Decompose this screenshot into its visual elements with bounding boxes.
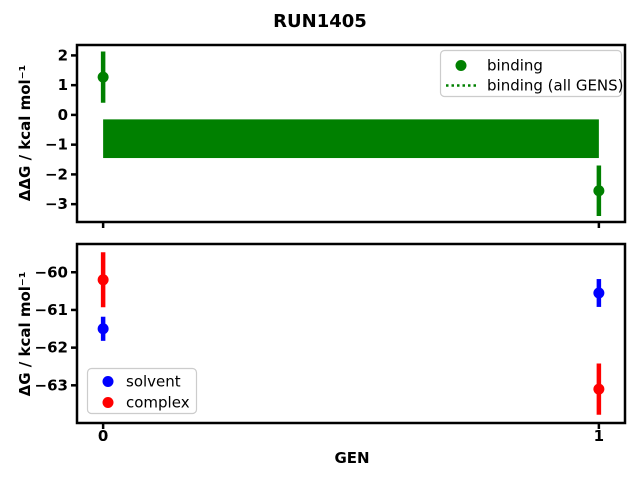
legend-top: binding binding (all GENS) — [439, 49, 624, 98]
plots-layer: 2 1 0 −1 −2 −3 −60 −61 −62 −63 0 1 — [35, 43, 627, 445]
marker-binding — [97, 71, 109, 83]
y-tick-label: 1 — [58, 76, 68, 94]
legend-box-bottom — [86, 367, 198, 415]
top-plot: 2 1 0 −1 −2 −3 — [45, 43, 627, 228]
top-y-axis-label: ΔΔG / kcal mol⁻¹ — [16, 65, 34, 201]
y-tick-label: 0 — [58, 106, 68, 124]
legend-marker-solvent-icon — [102, 376, 114, 387]
x-axis-label: GEN — [334, 449, 369, 467]
y-tick-label: −3 — [45, 195, 68, 213]
bottom-plot: −60 −61 −62 −63 0 1 — [35, 242, 627, 445]
legend-label-binding-all-gens: binding (all GENS) — [487, 77, 624, 95]
marker-complex — [97, 274, 109, 286]
plot-frame — [75, 242, 627, 425]
x-tick-label: 0 — [98, 427, 108, 445]
legend-bottom: solvent complex — [86, 367, 198, 415]
marker-complex — [593, 383, 605, 395]
y-tick-label: −1 — [45, 136, 68, 154]
y-tick-label: −62 — [35, 339, 68, 357]
y-tick-label: −61 — [35, 301, 68, 319]
legend-label-binding: binding — [487, 57, 543, 75]
legend-label-solvent: solvent — [126, 373, 181, 391]
marker-solvent — [97, 323, 109, 335]
confidence-band — [103, 119, 599, 159]
legend-label-complex: complex — [126, 394, 190, 412]
legend-marker-binding-icon — [455, 60, 467, 71]
legend-marker-complex-icon — [102, 397, 114, 408]
y-tick-label: 2 — [58, 46, 68, 64]
y-tick-label: −63 — [35, 376, 68, 394]
legend-box-top — [439, 49, 623, 98]
plot-frame — [75, 43, 627, 224]
x-tick-label: 1 — [594, 427, 604, 445]
marker-binding — [593, 185, 605, 197]
figure-title: RUN1405 — [273, 11, 367, 32]
y-tick-label: −2 — [45, 165, 68, 183]
marker-solvent — [593, 287, 605, 299]
y-tick-label: −60 — [35, 263, 68, 281]
bottom-y-axis-label: ΔG / kcal mol⁻¹ — [16, 272, 34, 397]
